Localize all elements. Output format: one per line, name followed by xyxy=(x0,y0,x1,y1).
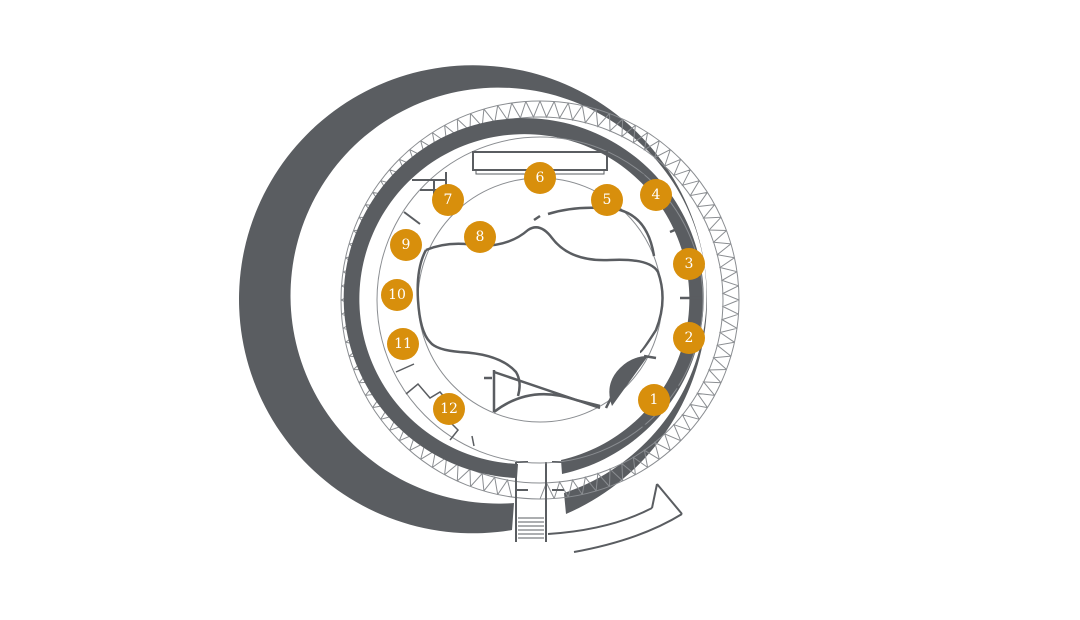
semicircle-exhibit xyxy=(609,356,648,406)
marker-badge[interactable] xyxy=(673,322,705,354)
exterior-ramp xyxy=(547,483,683,553)
marker-5[interactable]: 5 xyxy=(591,184,623,216)
marker-badge[interactable] xyxy=(432,184,464,216)
marker-7[interactable]: 7 xyxy=(432,184,464,216)
marker-3[interactable]: 3 xyxy=(673,248,705,280)
marker-badge[interactable] xyxy=(381,279,413,311)
marker-badge[interactable] xyxy=(524,162,556,194)
marker-6[interactable]: 6 xyxy=(524,162,556,194)
marker-badge[interactable] xyxy=(640,179,672,211)
marker-badge[interactable] xyxy=(433,393,465,425)
marker-12[interactable]: 12 xyxy=(433,393,465,425)
marker-2[interactable]: 2 xyxy=(673,322,705,354)
truss-outer-line xyxy=(340,100,740,500)
inner-ring-line xyxy=(376,136,704,464)
marker-8[interactable]: 8 xyxy=(464,221,496,253)
marker-1[interactable]: 1 xyxy=(638,384,670,416)
marker-badge[interactable] xyxy=(390,229,422,261)
marker-badge[interactable] xyxy=(638,384,670,416)
central-exhibit-walls xyxy=(416,206,664,413)
marker-badge[interactable] xyxy=(591,184,623,216)
marker-badge[interactable] xyxy=(387,328,419,360)
marker-badge[interactable] xyxy=(464,221,496,253)
marker-10[interactable]: 10 xyxy=(381,279,413,311)
marker-9[interactable]: 9 xyxy=(390,229,422,261)
marker-badge[interactable] xyxy=(673,248,705,280)
marker-11[interactable]: 11 xyxy=(387,328,419,360)
entrance-corridor xyxy=(515,461,564,542)
marker-4[interactable]: 4 xyxy=(640,179,672,211)
